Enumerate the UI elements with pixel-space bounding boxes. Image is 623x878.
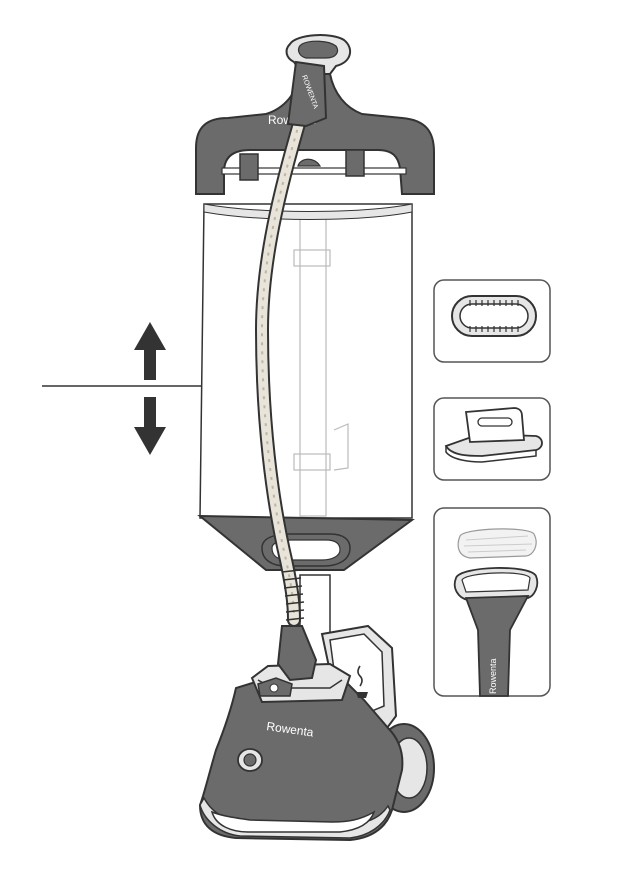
power-button-icon (238, 749, 262, 771)
accessory-logo: Rowenta (488, 658, 498, 694)
accessory-bristle-brush (434, 280, 550, 362)
height-adjust-indicator (42, 322, 228, 455)
accessory-fabric-brush-pad: Rowenta (434, 508, 550, 696)
garment-cover (200, 204, 412, 570)
clip-right (346, 150, 364, 176)
base-unit: Rowenta (200, 575, 434, 840)
arrow-down-icon (134, 397, 166, 455)
clip-left (240, 154, 258, 180)
arrow-up-icon (134, 322, 166, 380)
accessory-crease-tool (434, 398, 550, 480)
